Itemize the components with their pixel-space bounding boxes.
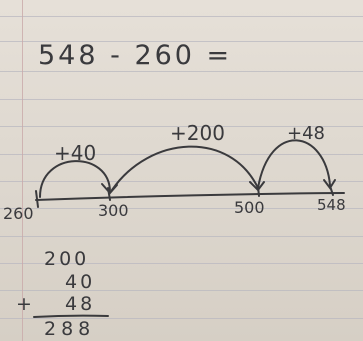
tick-260 [35,190,39,208]
margin-line [22,0,23,341]
ruled-line [0,181,363,182]
ruled-line [0,126,363,127]
jump-arc-40 [39,160,111,198]
addition-row-48: 48 [65,293,96,315]
jump-label-200: +200 [170,121,225,145]
equation-text: 548 - 260 = [38,40,233,71]
ruled-line [0,263,363,264]
addition-row-40: 40 [65,271,96,293]
ruled-line [0,154,363,155]
ruled-line [0,99,363,100]
jump-label-40: +40 [54,141,97,165]
tick-label-548: 548 [317,196,346,214]
jump-label-48: +48 [287,123,325,144]
ruled-line [0,16,363,17]
ruled-line [0,71,363,72]
ruled-line [0,290,363,291]
ruled-line [0,208,363,209]
number-line-axis [35,192,345,201]
addition-plus-sign: + [16,293,32,315]
ruled-line [0,318,363,319]
addition-total: 288 [44,318,96,340]
addition-row-200: 200 [44,248,90,270]
arrowhead-500 [249,181,265,192]
jump-arc-48 [257,139,331,189]
arrowhead-300 [101,183,118,195]
tick-label-260: 260 [3,204,34,223]
tick-label-300: 300 [98,201,129,220]
tick-label-500: 500 [234,198,265,217]
ruled-line [0,41,363,42]
ruled-line [0,236,363,237]
addition-underline [33,314,109,318]
jump-arc-200 [111,145,259,191]
arrowhead-548 [323,179,336,190]
